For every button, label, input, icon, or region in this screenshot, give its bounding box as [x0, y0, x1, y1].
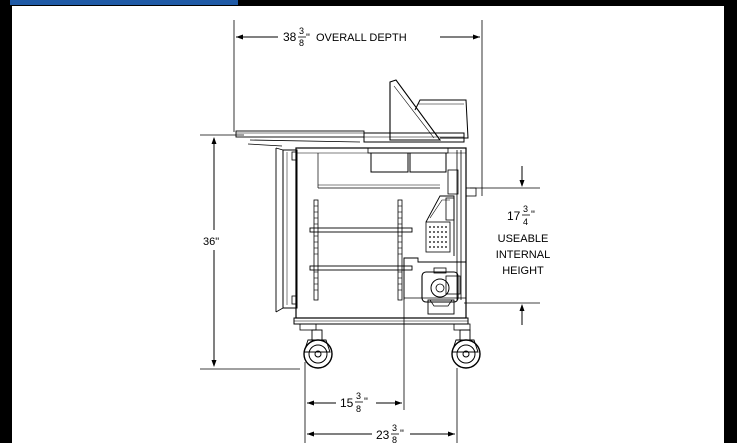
header-tab-accent: [10, 0, 238, 5]
frame-left-border: [0, 0, 12, 443]
wheel-offset-a-denominator: 8: [356, 404, 361, 414]
frame-right-border: [724, 0, 737, 443]
wheel-offset-b-numerator: 3: [392, 423, 397, 433]
overall-depth-dimension: 38 3 8 " OVERALL DEPTH: [233, 20, 483, 196]
internal-height-line1: USEABLE: [498, 233, 549, 245]
front-caster-wheel: [303, 329, 333, 369]
internal-height-line3: HEIGHT: [502, 265, 544, 277]
internal-height-numerator: 3: [523, 204, 528, 214]
overall-height-dimension: 36": [200, 134, 300, 370]
overall-depth-numerator: 3: [299, 26, 304, 36]
cabinet-body: [235, 79, 477, 331]
frame-top-border: [0, 0, 737, 6]
wheel-offset-b-whole: 23: [376, 428, 390, 442]
wheel-offset-a-dimension: 15 3 8 ": [304, 258, 405, 443]
wheel-offset-a-inch-mark: ": [364, 396, 368, 408]
internal-height-whole: 17: [507, 209, 521, 223]
internal-height-line2: INTERNAL: [496, 249, 550, 261]
overall-depth-inch-mark: ": [306, 32, 310, 44]
wheel-offset-b-denominator: 8: [392, 435, 397, 443]
overall-depth-label: OVERALL DEPTH: [316, 32, 407, 44]
wheel-offset-b-dimension: 23 3 8 ": [307, 368, 458, 443]
internal-height-dimension: 17 3 4 " USEABLE INTERNAL HEIGHT: [464, 166, 550, 325]
internal-height-inch-mark: ": [531, 209, 535, 221]
overall-depth-whole: 38: [283, 30, 297, 44]
rear-caster-wheel: [451, 329, 481, 369]
internal-height-denominator: 4: [523, 217, 528, 227]
overall-height-value: 36": [203, 236, 219, 248]
wheel-offset-b-inch-mark: ": [400, 428, 404, 440]
wheel-offset-a-whole: 15: [340, 396, 354, 410]
wheel-offset-a-numerator: 3: [356, 391, 361, 401]
overall-depth-denominator: 8: [299, 38, 304, 48]
